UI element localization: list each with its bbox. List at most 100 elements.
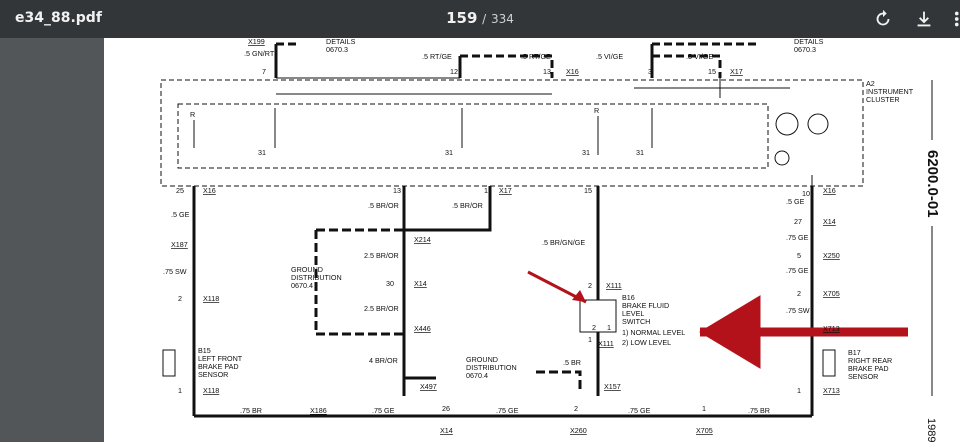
lbl-pin-2-sw: 2 (588, 281, 592, 290)
lbl-switch-4: 1) NORMAL LEVEL (622, 328, 685, 337)
lbl-pin-13b: 13 (393, 186, 401, 195)
lbl-pin-2-bot: 2 (574, 404, 578, 413)
total-pages: 334 (491, 12, 514, 26)
lbl-conn-x705-bot: X705 (696, 426, 713, 435)
lbl-switch-ref: B16 (622, 293, 635, 302)
lbl-switch-5: 2) LOW LEVEL (622, 338, 671, 347)
lbl-pin-26: 26 (442, 404, 450, 413)
lbl-ground-dist2-3: 0670.4 (466, 371, 488, 380)
lbl-pin-2-left: 2 (178, 294, 182, 303)
lbl-wire-75sw: .75 SW (163, 267, 187, 276)
lbl-r-left: R (190, 110, 195, 119)
red-arrow-small-head (572, 290, 586, 302)
lbl-ground-dist-3: 0670.4 (291, 281, 313, 290)
lbl-top-mid-wire-1: .5 RT/GE (422, 52, 452, 61)
lbl-conn-x713-a: X713 (823, 324, 840, 333)
lbl-switch-1: BRAKE FLUID (622, 301, 669, 310)
lbl-sensor-right-1: RIGHT REAR (848, 356, 892, 365)
file-name: e34_88.pdf (15, 10, 102, 26)
lbl-bottom-wire-3: .75 GE (496, 406, 519, 415)
page-separator: / (482, 12, 487, 26)
lbl-conn-x14-bot: X14 (440, 426, 453, 435)
lbl-cluster-1: INSTRUMENT (866, 87, 914, 96)
lbl-cluster-2: CLUSTER (866, 95, 900, 104)
lbl-pin-15b: 15 (584, 186, 592, 195)
lbl-sensor-right-2: BRAKE PAD (848, 364, 889, 373)
lbl-conn-x187: X187 (171, 240, 188, 249)
lbl-top-left-details: DETAILS (326, 38, 356, 46)
lbl-ground-dist-2: DISTRIBUTION (291, 273, 342, 282)
lbl-wire-75sw-right: .75 SW (786, 306, 810, 315)
lbl-r-right: R (594, 106, 599, 115)
pdf-page[interactable]: X199 .5 GN/RT DETAILS 0670.3 .5 RT/GE .5… (104, 38, 939, 442)
lbl-31-d: 31 (636, 148, 644, 157)
lbl-conn-x111-b: X111 (598, 339, 614, 348)
lbl-sw-pin-2: 2 (592, 323, 596, 332)
lbl-conn-x250: X250 (823, 251, 840, 260)
lbl-wire-5ge-left: .5 GE (171, 210, 190, 219)
rotate-icon[interactable] (872, 8, 894, 30)
lbl-wire-25bror-a: 2.5 BR/OR (364, 251, 399, 260)
lbl-sensor-right-ref: B17 (848, 348, 861, 357)
current-page[interactable]: 159 (446, 9, 478, 27)
lbl-top-right-details-ref: 0670.3 (794, 45, 816, 54)
wiring-diagram: X199 .5 GN/RT DETAILS 0670.3 .5 RT/GE .5… (160, 38, 939, 442)
lbl-pin-12: 12 (450, 67, 458, 76)
lbl-pin-1-sw: 1 (588, 335, 592, 344)
lbl-conn-x446: X446 (414, 324, 431, 333)
lbl-sensor-left-2: BRAKE PAD (198, 362, 239, 371)
lbl-top-left-wire: .5 GN/RT (244, 49, 275, 58)
lbl-ground-dist2-2: DISTRIBUTION (466, 363, 517, 372)
lbl-switch-2: LEVEL (622, 309, 644, 318)
more-vert-icon[interactable] (948, 8, 960, 30)
lbl-conn-x118-b: X118 (203, 386, 219, 395)
lbl-pin-1-bot: 1 (702, 404, 706, 413)
lbl-conn-x705-right: X705 (823, 289, 840, 298)
lbl-pin-15-top: 15 (708, 67, 716, 76)
lbl-ground-dist-1: GROUND (291, 265, 323, 274)
lbl-bottom-wire-1: .75 BR (240, 406, 262, 415)
right-margin (939, 38, 960, 442)
lbl-31-a: 31 (258, 148, 266, 157)
lbl-sensor-left-1: LEFT FRONT (198, 354, 243, 363)
lbl-conn-x14-right: X14 (823, 217, 836, 226)
lbl-wire-5brgnge: .5 BR/GN/GE (542, 238, 585, 247)
lbl-wire-5ge-right: .5 GE (786, 197, 805, 206)
lbl-wire-5bror-a: .5 BR/OR (368, 201, 399, 210)
page-indicator: 159 / 334 (0, 9, 960, 27)
lbl-31-b: 31 (445, 148, 453, 157)
lbl-conn-x16-left: X16 (203, 186, 216, 195)
lbl-sensor-left-3: SENSOR (198, 370, 228, 379)
lbl-conn-x713-b: X713 (823, 386, 840, 395)
lbl-top-left-connector: X199 (248, 38, 265, 46)
lbl-pin-7: 7 (262, 67, 266, 76)
lbl-conn-x118-a: X118 (203, 294, 219, 303)
lbl-wire-75ge-right: .75 GE (786, 233, 809, 242)
lbl-31-c: 31 (582, 148, 590, 157)
lbl-conn-x186: X186 (310, 406, 327, 415)
lbl-pin-10: 10 (802, 189, 810, 198)
lbl-pin-1-right: 1 (797, 386, 801, 395)
lbl-wire-75ge-right2: .75 GE (786, 266, 809, 275)
lbl-pin-1-left: 1 (178, 386, 182, 395)
lbl-top-mid-wire-2: .5 RT/GE (521, 52, 551, 61)
lbl-pin-13: 13 (543, 67, 551, 76)
lbl-conn-x16-top: X16 (566, 67, 579, 76)
lbl-conn-x16-right: X16 (823, 186, 836, 195)
lbl-top-left-details-ref: 0670.3 (326, 45, 348, 54)
lbl-pin-3: 3 (648, 67, 652, 76)
lbl-conn-x497: X497 (420, 382, 437, 391)
lbl-conn-x260: X260 (570, 426, 587, 435)
lbl-bottom-wire-5: .75 BR (748, 406, 770, 415)
lbl-ground-dist2-1: GROUND (466, 355, 498, 364)
lbl-pin-2-right: 2 (797, 289, 801, 298)
download-icon[interactable] (913, 8, 935, 30)
lbl-switch-3: SWITCH (622, 317, 650, 326)
lbl-wire-5br: .5 BR (563, 358, 581, 367)
lbl-sw-pin-1: 1 (607, 323, 611, 332)
lbl-pin-1b: 1 (484, 186, 488, 195)
pdf-toolbar: e34_88.pdf 159 / 334 (0, 0, 960, 38)
lbl-sensor-right-3: SENSOR (848, 372, 878, 381)
lbl-conn-x157: X157 (604, 382, 621, 391)
lbl-pin-5: 5 (797, 251, 801, 260)
